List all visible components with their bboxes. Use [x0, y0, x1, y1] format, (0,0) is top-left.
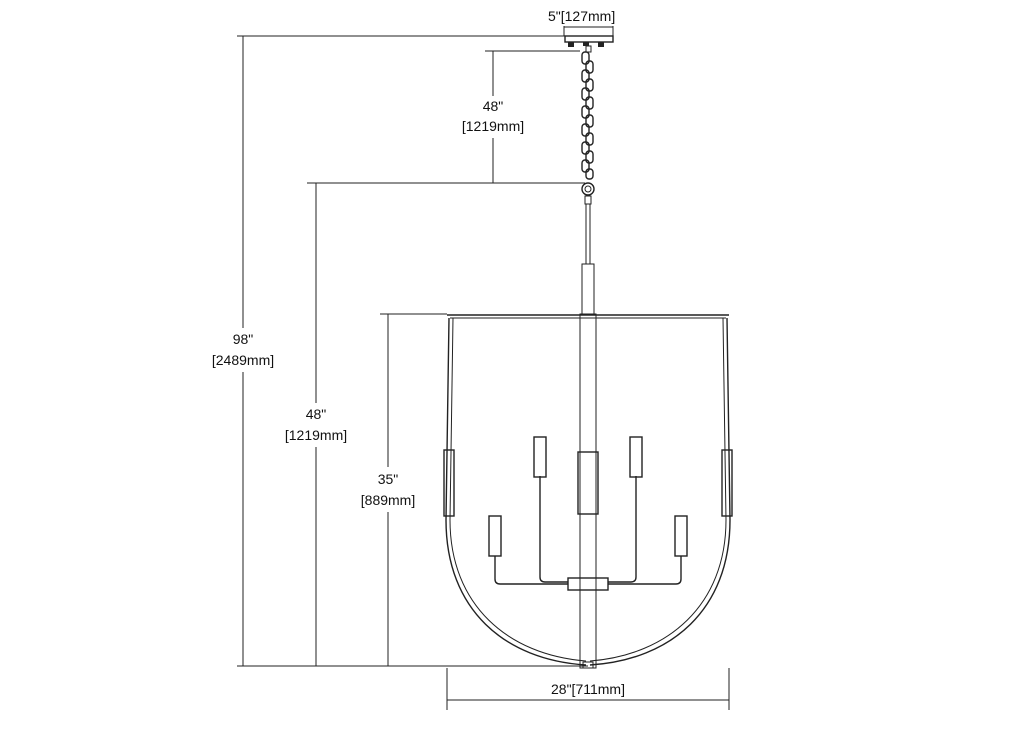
cage-frame [443, 317, 733, 666]
fixture-width-label: 28"[711mm] [551, 681, 625, 697]
top-ring [447, 314, 729, 319]
fixture-height-mm-label: [889mm] [361, 492, 415, 508]
chain [581, 51, 595, 196]
center-stem [567, 195, 609, 669]
dimension-lines [237, 26, 730, 710]
chain-length-mm-label: [1219mm] [462, 118, 524, 134]
canopy-width-label: 5"[127mm] [548, 8, 615, 24]
fixture-drop-mm-label: [1219mm] [285, 427, 347, 443]
candle-arms [494, 476, 682, 585]
chain-length-inch-label: 48" [483, 98, 504, 114]
dimension-labels: 5"[127mm] 48" [1219mm] 98" [2489mm] 48" … [212, 8, 625, 697]
candle-sockets [488, 436, 688, 557]
chandelier [443, 35, 733, 669]
overall-height-inch-label: 98" [233, 331, 254, 347]
overall-height-mm-label: [2489mm] [212, 352, 274, 368]
canopy [564, 35, 614, 53]
fixture-drop-inch-label: 48" [306, 406, 327, 422]
fixture-height-inch-label: 35" [378, 471, 399, 487]
